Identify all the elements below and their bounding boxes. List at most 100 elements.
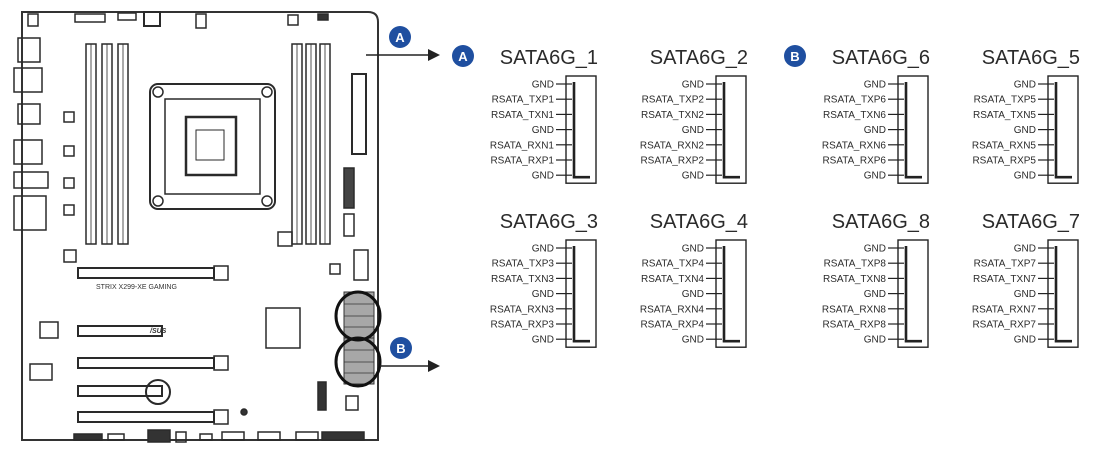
- pin-label: RSATA_RXN3: [490, 304, 555, 315]
- pin-label: RSATA_TXP1: [492, 95, 555, 106]
- pin-label: RSATA_TXP4: [642, 259, 705, 270]
- pin-label: RSATA_RXP2: [640, 156, 704, 167]
- arrow-b-icon: [428, 360, 440, 372]
- pin-label: RSATA_RXN8: [822, 304, 887, 315]
- pin-label: GND: [864, 171, 886, 182]
- group-badge-letter: A: [458, 49, 468, 64]
- motherboard-illustration: [13, 11, 379, 443]
- pin-label: GND: [532, 80, 554, 91]
- connector-key: [904, 246, 922, 343]
- pin-label: RSATA_RXP4: [640, 320, 704, 331]
- sata-port-sata6g-7: SATA6G_7GNDRSATA_TXP7RSATA_TXN7GNDRSATA_…: [972, 211, 1080, 348]
- group-badge-a: A: [452, 45, 474, 67]
- sata-group-a-ring: [334, 290, 382, 342]
- pin-label: RSATA_TXN3: [491, 274, 554, 285]
- pin-label: GND: [532, 171, 554, 182]
- port-title: SATA6G_3: [500, 211, 598, 233]
- pin-label: RSATA_RXP6: [822, 156, 886, 167]
- connector-key: [722, 82, 740, 179]
- pin-label: RSATA_TXN7: [973, 274, 1036, 285]
- pin-label: RSATA_TXN8: [823, 274, 886, 285]
- pin-label: GND: [1014, 335, 1036, 346]
- pin-label: GND: [1014, 171, 1036, 182]
- pin-label: GND: [682, 289, 704, 300]
- port-title: SATA6G_1: [500, 47, 598, 69]
- callout-b: B: [380, 337, 440, 372]
- pin-label: GND: [1014, 289, 1036, 300]
- pin-label: GND: [864, 80, 886, 91]
- pin-label: GND: [682, 171, 704, 182]
- pin-label: RSATA_TXP7: [974, 259, 1037, 270]
- pin-label: GND: [682, 244, 704, 255]
- sata-port-sata6g-6: SATA6G_6GNDRSATA_TXP6RSATA_TXN6GNDRSATA_…: [822, 47, 930, 184]
- group-badge-b: B: [784, 45, 806, 67]
- pin-label: GND: [864, 289, 886, 300]
- pin-label: RSATA_TXN5: [973, 110, 1036, 121]
- port-title: SATA6G_2: [650, 47, 748, 69]
- connector-key: [1054, 82, 1072, 179]
- group-badge-letter: B: [790, 49, 799, 64]
- pin-label: RSATA_TXP3: [492, 259, 555, 270]
- pin-label: GND: [1014, 244, 1036, 255]
- arrow-a-icon: [428, 49, 440, 61]
- sata-port-sata6g-5: SATA6G_5GNDRSATA_TXP5RSATA_TXN5GNDRSATA_…: [972, 47, 1080, 184]
- pin-label: RSATA_RXP1: [490, 156, 554, 167]
- pin-label: GND: [864, 335, 886, 346]
- pin-label: GND: [682, 80, 704, 91]
- sata-port-sata6g-3: SATA6G_3GNDRSATA_TXP3RSATA_TXN3GNDRSATA_…: [490, 211, 598, 348]
- pin-label: RSATA_RXN6: [822, 140, 887, 151]
- pin-label: RSATA_RXN5: [972, 140, 1037, 151]
- port-title: SATA6G_4: [650, 211, 748, 233]
- pin-label: RSATA_TXN1: [491, 110, 554, 121]
- sata-port-sata6g-4: SATA6G_4GNDRSATA_TXP4RSATA_TXN4GNDRSATA_…: [640, 211, 748, 348]
- pin-label: RSATA_TXP2: [642, 95, 705, 106]
- board-model-text: STRIX X299-XE GAMING: [96, 284, 177, 291]
- pin-label: RSATA_RXN4: [640, 304, 705, 315]
- pin-label: GND: [682, 335, 704, 346]
- pin-label: RSATA_RXP5: [972, 156, 1036, 167]
- pin-label: GND: [1014, 80, 1036, 91]
- brand-logo: /SUS: [149, 328, 167, 335]
- sata-port-sata6g-2: SATA6G_2GNDRSATA_TXP2RSATA_TXN2GNDRSATA_…: [640, 47, 748, 184]
- svg-text:A: A: [395, 30, 405, 45]
- connector-key: [1054, 246, 1072, 343]
- sata-port-sata6g-1: SATA6G_1GNDRSATA_TXP1RSATA_TXN1GNDRSATA_…: [490, 47, 598, 184]
- callout-b-badge: [390, 337, 412, 359]
- pin-label: RSATA_TXN2: [641, 110, 704, 121]
- pin-label: GND: [1014, 125, 1036, 136]
- pin-label: RSATA_TXP8: [824, 259, 887, 270]
- callout-a-badge: [389, 26, 411, 48]
- callout-a: A: [366, 26, 440, 61]
- pin-label: RSATA_TXP6: [824, 95, 887, 106]
- pin-label: GND: [532, 289, 554, 300]
- pin-label: RSATA_TXN4: [641, 274, 704, 285]
- pin-label: GND: [682, 125, 704, 136]
- svg-text:B: B: [396, 341, 405, 356]
- port-title: SATA6G_8: [832, 211, 930, 233]
- pin-label: RSATA_RXN1: [490, 140, 555, 151]
- pin-label: GND: [864, 244, 886, 255]
- pin-label: GND: [532, 125, 554, 136]
- connector-key: [904, 82, 922, 179]
- pin-label: RSATA_RXP8: [822, 320, 886, 331]
- port-title: SATA6G_5: [982, 47, 1080, 69]
- connector-key: [572, 246, 590, 343]
- port-title: SATA6G_6: [832, 47, 930, 69]
- pin-label: RSATA_RXP7: [972, 320, 1036, 331]
- pin-label: RSATA_TXN6: [823, 110, 886, 121]
- pin-label: GND: [532, 335, 554, 346]
- board-sata-ports: [334, 290, 382, 388]
- pin-label: RSATA_TXP5: [974, 95, 1037, 106]
- pin-label: GND: [532, 244, 554, 255]
- sata-port-sata6g-8: SATA6G_8GNDRSATA_TXP8RSATA_TXN8GNDRSATA_…: [822, 211, 930, 348]
- pin-label: RSATA_RXP3: [490, 320, 554, 331]
- pin-label: GND: [864, 125, 886, 136]
- pin-label: RSATA_RXN2: [640, 140, 705, 151]
- port-title: SATA6G_7: [982, 211, 1080, 233]
- sata-group-b-ring: [334, 336, 382, 388]
- connector-key: [722, 246, 740, 343]
- connector-key: [572, 82, 590, 179]
- pin-label: RSATA_RXN7: [972, 304, 1037, 315]
